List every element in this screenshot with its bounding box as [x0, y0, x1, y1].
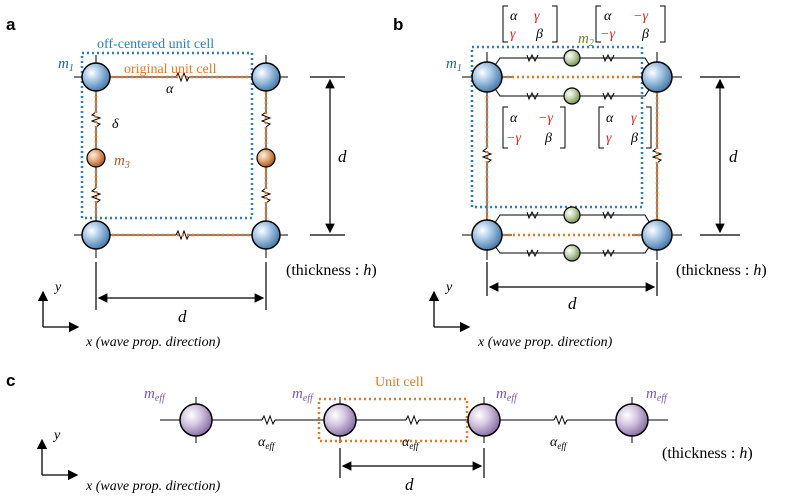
mass-m2 — [563, 49, 581, 67]
mass-m2 — [563, 87, 581, 105]
matrix-top-right: α −γ −γ β — [595, 5, 666, 43]
alpha-eff-labels: αeff αeff αeff — [258, 435, 568, 451]
svg-text:γ: γ — [510, 27, 516, 42]
svg-text:meff: meff — [292, 386, 314, 404]
mass-m1 — [471, 61, 503, 93]
axes-a — [37, 290, 80, 333]
svg-text:meff: meff — [646, 386, 668, 404]
off-centered-unit-cell-box — [80, 51, 254, 220]
d-horizontal-label: d — [178, 307, 187, 326]
svg-text:β: β — [535, 27, 543, 42]
mass-m1 — [471, 219, 503, 251]
matrix-mid-left: α −γ −γ β — [502, 106, 566, 149]
mass-meff — [179, 403, 213, 437]
d-vertical-dimension — [310, 76, 345, 236]
mass-m2 — [563, 206, 581, 224]
axis-x-label-b: x (wave prop. direction) — [477, 335, 613, 350]
axis-y-label-b: y — [444, 280, 453, 295]
mass-m1 — [81, 62, 111, 92]
d-vertical-label: d — [338, 147, 347, 166]
alpha-label: α — [166, 82, 174, 97]
panel-a-label: a — [6, 15, 16, 34]
original-label: original unit cell — [124, 62, 217, 77]
d-dimension-c — [339, 448, 485, 478]
svg-text:meff: meff — [496, 386, 518, 404]
mass-m1 — [81, 220, 111, 250]
panel-a: a — [6, 15, 377, 350]
meff-labels: meff meff meff meff — [144, 386, 668, 404]
svg-text:β: β — [544, 131, 552, 146]
panel-c-label: c — [6, 371, 15, 390]
matrix-top-left: α γ γ β — [502, 5, 558, 43]
svg-text:αeff: αeff — [550, 435, 568, 451]
original-unit-cell-box-b — [485, 75, 659, 237]
mass-m1 — [251, 62, 281, 92]
svg-text:β: β — [630, 131, 638, 146]
svg-text:β: β — [641, 27, 649, 42]
d-label-c: d — [405, 475, 414, 494]
d-vertical-dimension-b — [700, 76, 740, 236]
svg-text:meff: meff — [144, 386, 166, 404]
m1-label: m1 — [58, 56, 74, 74]
svg-text:−γ: −γ — [600, 27, 615, 42]
panel-b-label: b — [393, 15, 403, 34]
svg-text:α: α — [606, 111, 614, 126]
axes-c — [36, 438, 79, 481]
mass-m3 — [256, 148, 276, 168]
m3-label: m3 — [114, 153, 130, 171]
svg-text:−γ: −γ — [506, 131, 521, 146]
svg-text:−γ: −γ — [538, 111, 553, 126]
thickness-label-c: (thickness : h) — [662, 445, 753, 462]
mass-m1 — [641, 219, 673, 251]
m1-label-b: m1 — [446, 56, 462, 74]
axis-y-label-c: y — [52, 428, 61, 443]
mass-meff — [467, 403, 501, 437]
thickness-label-b: (thickness : h) — [676, 262, 767, 279]
svg-text:γ: γ — [606, 131, 612, 146]
svg-text:αeff: αeff — [258, 435, 276, 451]
d-horizontal-dimension-b — [486, 262, 658, 296]
panel-b: b — [393, 5, 767, 350]
delta-label: δ — [112, 117, 119, 132]
axis-x-label-c: x (wave prop. direction) — [85, 479, 221, 494]
m2-label: m2 — [578, 31, 594, 49]
thickness-label: (thickness : h) — [286, 262, 377, 279]
svg-text:−γ: −γ — [633, 9, 648, 24]
panel-c: c meff meff meff meff Unit cell — [6, 371, 753, 494]
unit-cell-label: Unit cell — [375, 375, 424, 390]
svg-text:γ: γ — [534, 9, 540, 24]
off-centered-label: off-centered unit cell — [97, 37, 214, 52]
mass-m1 — [641, 61, 673, 93]
d-horizontal-label-b: d — [568, 294, 577, 313]
mass-meff — [323, 403, 357, 437]
svg-text:γ: γ — [631, 111, 637, 126]
off-centered-unit-cell-box-b — [470, 45, 644, 209]
axis-x-label: x (wave prop. direction) — [85, 335, 221, 350]
svg-text:α: α — [604, 9, 612, 24]
matrix-mid-right: α γ γ β — [598, 106, 652, 149]
svg-text:α: α — [510, 111, 518, 126]
mass-m1 — [251, 220, 281, 250]
mass-m2 — [563, 244, 581, 262]
svg-text:αeff: αeff — [402, 435, 420, 451]
chain-springs — [160, 414, 668, 426]
d-vertical-label-b: d — [729, 147, 738, 166]
d-horizontal-dimension — [95, 262, 267, 310]
svg-text:α: α — [510, 9, 518, 24]
axis-y-label: y — [53, 280, 62, 295]
mass-m3 — [86, 148, 106, 168]
mass-meff — [615, 403, 649, 437]
axes-b — [428, 290, 471, 333]
